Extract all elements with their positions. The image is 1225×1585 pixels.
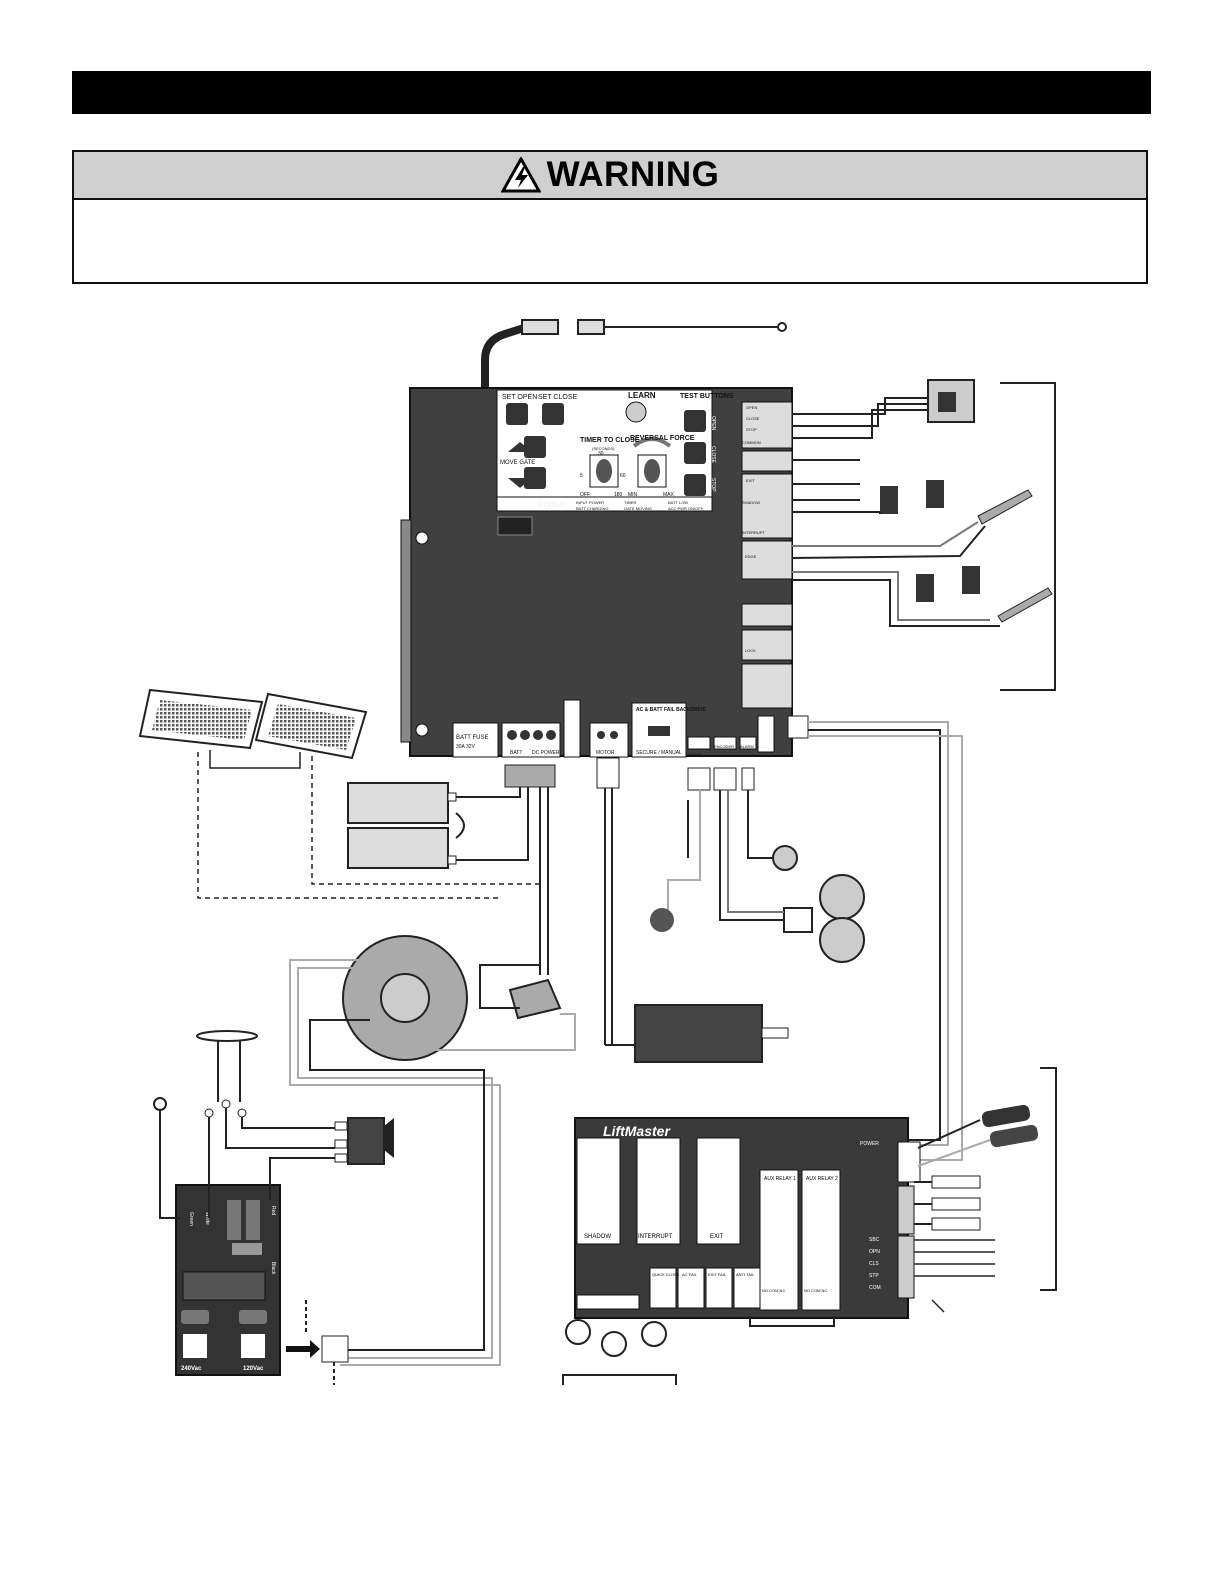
label-term-common: COMMON: [742, 440, 761, 445]
label-term-exit: EXIT: [746, 478, 755, 483]
label-status-batt-low: BATT LOW: [668, 500, 688, 505]
label-set-close: SET CLOSE: [538, 394, 577, 401]
hazard-triangle-icon: [500, 157, 541, 193]
label-ac-fail: AC FAIL: [682, 1272, 698, 1277]
transformer: [289, 787, 576, 1366]
label-alarm: ALARM: [740, 744, 754, 749]
label-term-stop: STOP: [746, 427, 757, 432]
label-status-batt-charging: BATT CHARGING: [576, 506, 609, 511]
label-no-com-nc-1: NO COM NC: [762, 1288, 785, 1293]
label-motor: MOTOR: [596, 750, 615, 756]
expansion-cables: [787, 715, 963, 1161]
label-status-input-power: INPUT POWER: [576, 500, 604, 505]
board-labels: SET OPEN SET CLOSE MOVE GATE LEARN TEST …: [456, 391, 765, 757]
label-aux-relay-1: AUX RELAY 1: [764, 1176, 796, 1182]
section-title-bar: [72, 71, 1151, 114]
label-240vac: 240Vac: [181, 1366, 202, 1372]
label-term-sbc: SBC: [869, 1237, 880, 1243]
label-exp-exit: EXIT: [710, 1234, 724, 1240]
solar-panels: [138, 688, 540, 899]
label-timer-off: OFF: [580, 492, 590, 498]
label-term-open: OPEN: [746, 405, 757, 410]
label-term-interrupt: INTERRUPT: [742, 530, 765, 535]
label-no-com-nc-2: NO COM NC: [804, 1288, 827, 1293]
label-secure-manual: SECURE / MANUAL: [636, 750, 682, 756]
power-supply-box: 240Vac 120Vac White Green Red Black: [153, 1030, 394, 1385]
label-move-gate: MOVE GATE: [500, 460, 535, 466]
label-exp-power: POWER: [860, 1141, 879, 1147]
label-batt-fuse: BATT FUSE: [456, 735, 488, 741]
label-test-open: OPEN: [710, 416, 716, 431]
label-term-cls: CLS: [869, 1261, 879, 1267]
label-status-acc-pwr: ACC PWR ON/OFF: [668, 506, 704, 511]
label-learn: LEARN: [628, 391, 656, 400]
label-force-max: MAX: [663, 492, 675, 498]
label-force-min: MIN: [628, 492, 638, 498]
label-timer-to-close: TIMER TO CLOSE: [580, 437, 640, 444]
warning-title: WARNING: [546, 155, 720, 194]
expansion-right-devices: [914, 1067, 1057, 1313]
label-batt: BATT: [510, 750, 522, 756]
label-status-gate-moving: GATE MOVING: [624, 506, 652, 511]
label-red: Red: [270, 1206, 276, 1215]
label-quick-close: QUICK CLOSE: [652, 1272, 680, 1277]
warning-header: WARNING: [74, 152, 1146, 200]
label-test-buttons: TEST BUTTONS: [680, 393, 734, 400]
label-backdrive: AC & BATT FAIL BACKDRIVE: [636, 707, 706, 713]
label-term-com: COM: [869, 1285, 881, 1291]
right-devices: [791, 379, 1056, 691]
label-term-stp: STP: [869, 1273, 879, 1279]
label-timer-60: 60: [620, 473, 626, 479]
label-120vac: 120Vac: [243, 1366, 264, 1372]
expansion-board: LiftMaster SHADOW INTERRUPT EXIT QUICK C…: [562, 1117, 921, 1385]
alarm-and-encoder: [650, 767, 865, 963]
label-status: STATUS:: [538, 502, 567, 509]
batteries: [347, 764, 556, 869]
label-anti-tail: ANTI TAIL: [736, 1272, 755, 1277]
label-batt-fuse-rating: 30A 32V: [456, 744, 476, 750]
label-black: Black: [270, 1262, 276, 1275]
label-timer-5: 5: [580, 473, 583, 479]
terminal-blocks: [741, 401, 793, 709]
label-term-opn: OPN: [869, 1249, 880, 1255]
label-term-lock: LOCK: [745, 648, 756, 653]
label-aux-relay-2: AUX RELAY 2: [806, 1176, 838, 1182]
label-encoder: ENCODER: [714, 744, 734, 749]
label-exit-fail: EXIT FAIL: [708, 1272, 727, 1277]
label-seconds: (SECONDS): [592, 446, 615, 451]
label-term-edge: EDGE: [745, 554, 757, 559]
label-term-shadow: SHADOW: [742, 500, 760, 505]
label-set-open: SET OPEN: [502, 394, 537, 401]
label-liftmaster-brand: LiftMaster: [603, 1123, 671, 1139]
label-exp-interrupt: INTERRUPT: [638, 1234, 673, 1240]
warning-box: WARNING: [72, 150, 1148, 284]
label-white: White: [204, 1212, 210, 1225]
label-test-close: CLOSE: [710, 446, 716, 464]
label-green: Green: [188, 1212, 194, 1226]
label-status-timer: TIMER: [624, 500, 637, 505]
main-control-board: [400, 387, 793, 758]
label-in-bus: IN BUS: [688, 752, 702, 757]
label-dc-power: DC POWER: [532, 750, 560, 756]
label-term-close: CLOSE: [746, 416, 760, 421]
label-timer-30: 30: [598, 451, 604, 457]
label-reversal-force: REVERSAL FORCE: [630, 435, 695, 442]
label-timer-180: 180: [614, 492, 623, 498]
label-exp-shadow: SHADOW: [584, 1234, 611, 1240]
label-test-stop: STOP: [710, 478, 716, 492]
motor: [596, 757, 789, 1063]
